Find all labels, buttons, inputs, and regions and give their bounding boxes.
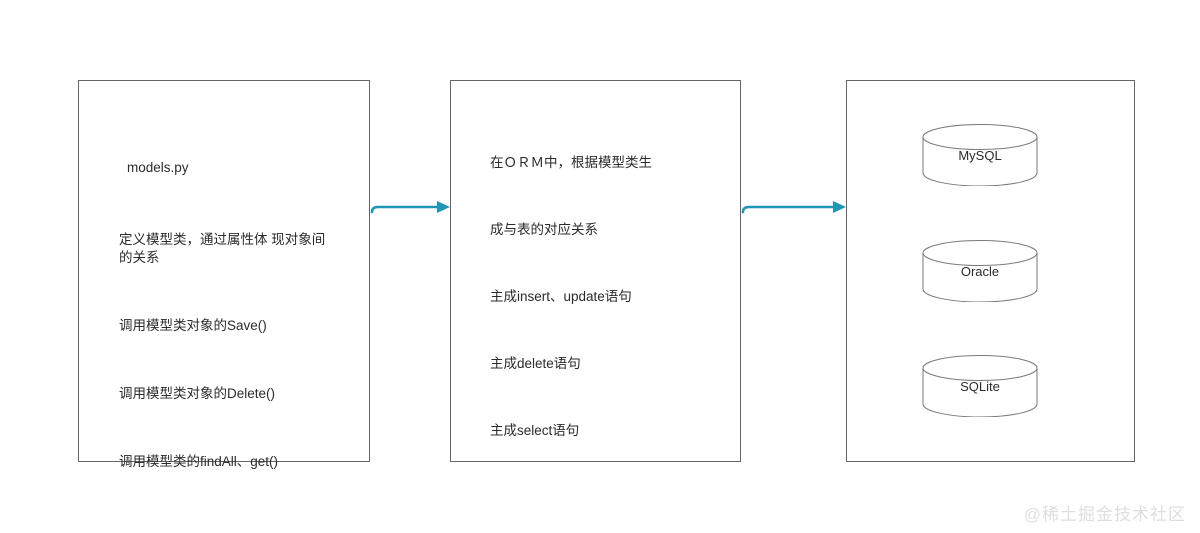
models-line-3: 调用模型类对象的Save()	[119, 318, 267, 333]
cylinder-icon	[922, 240, 1038, 303]
orm-line-4: 主成delete语句	[490, 356, 581, 371]
models-line-4: 调用模型类对象的Delete()	[119, 386, 276, 401]
orm-line-1: 在ＯＲＭ中，根据模型类生	[490, 155, 652, 170]
models-line-5: 调用模型类的findAll、get()	[119, 454, 279, 469]
models-line-1: models.py	[127, 160, 189, 175]
cylinder-icon	[922, 355, 1038, 418]
arrow-models-to-orm-icon	[370, 201, 450, 214]
models-line-2: 定义模型类，通过属性体 现对象间的关系	[119, 232, 326, 265]
database-cylinder-sqlite[interactable]: SQLite	[922, 355, 1038, 418]
database-cylinder-mysql[interactable]: MySQL	[922, 124, 1038, 187]
database-cylinder-oracle[interactable]: Oracle	[922, 240, 1038, 303]
arrow-orm-to-db-icon	[741, 201, 846, 214]
orm-line-5: 主成select语句	[490, 423, 580, 438]
cylinder-icon	[922, 124, 1038, 187]
models-box[interactable]	[78, 80, 370, 462]
models-box-text: models.py 定义模型类，通过属性体 现对象间的关系 调用模型类对象的Sa…	[119, 123, 329, 507]
orm-line-3: 主成insert、update语句	[490, 289, 632, 304]
orm-line-2: 成与表的对应关系	[490, 222, 598, 237]
orm-box-text: 在ＯＲＭ中，根据模型类生 成与表的对应关系 主成insert、update语句 …	[490, 118, 705, 489]
orm-box[interactable]	[450, 80, 741, 462]
watermark: @稀土掘金技术社区	[1023, 505, 1186, 524]
